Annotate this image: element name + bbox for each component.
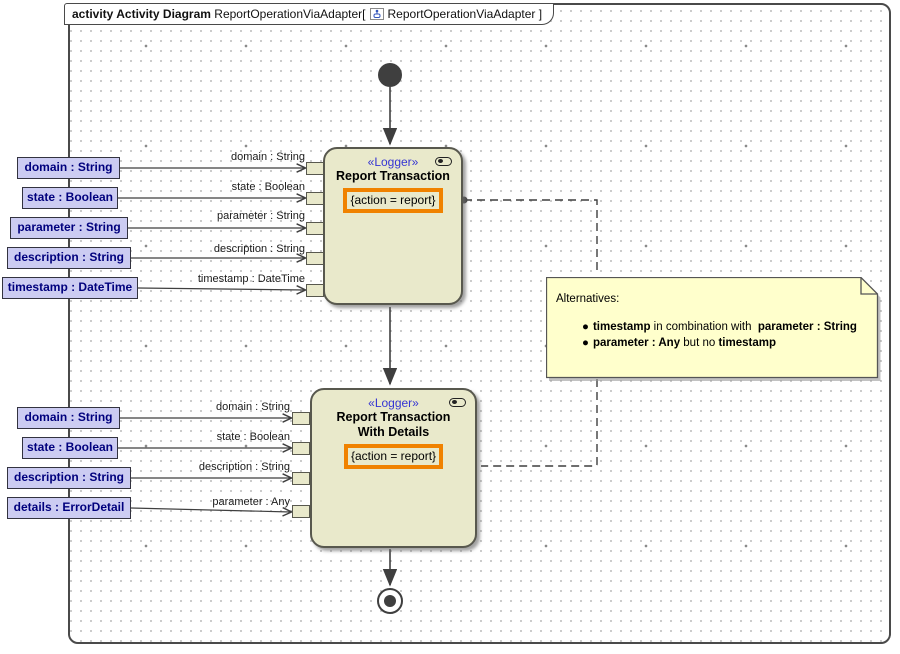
action-name: Report Transaction bbox=[336, 410, 451, 424]
note-bullet-2: ●parameter : Any but no timestamp bbox=[582, 337, 776, 349]
tab-ref-name: ReportOperationViaAdapter bbox=[387, 6, 536, 21]
initial-node[interactable] bbox=[378, 63, 402, 87]
action-name-line2: With Details bbox=[357, 425, 430, 439]
input-pin-state-1[interactable] bbox=[306, 192, 324, 205]
parameter-node-description-1[interactable]: description : String bbox=[7, 247, 131, 269]
input-pin-parameter-1[interactable] bbox=[306, 222, 324, 235]
input-pin-description-2[interactable] bbox=[292, 472, 310, 485]
parameter-node-domain-1[interactable]: domain : String bbox=[17, 157, 120, 179]
tab-diagram-name: ReportOperationViaAdapter bbox=[214, 6, 363, 21]
parameter-node-state-1[interactable]: state : Boolean bbox=[22, 187, 118, 209]
tab-heading: activity Activity Diagram bbox=[72, 6, 211, 21]
action-report-transaction[interactable]: «Logger» Report Transaction {action = re… bbox=[323, 147, 463, 305]
action-name: Report Transaction bbox=[336, 169, 450, 183]
pin-label-parameter-1: parameter : String bbox=[216, 210, 305, 222]
behavior-indicator-icon bbox=[435, 157, 452, 166]
parameter-node-state-2[interactable]: state : Boolean bbox=[22, 437, 118, 459]
parameter-node-domain-2[interactable]: domain : String bbox=[17, 407, 120, 429]
note-fold-corner-icon bbox=[860, 277, 878, 295]
input-pin-state-2[interactable] bbox=[292, 442, 310, 455]
stereotype-label: «Logger» bbox=[368, 396, 419, 410]
pin-label-description-1: description : String bbox=[213, 243, 305, 255]
note-bullet-1: ●timestamp in combination with parameter… bbox=[582, 321, 857, 333]
activity-final-inner bbox=[384, 595, 396, 607]
bullet-icon: ● bbox=[582, 321, 589, 333]
input-pin-domain-2[interactable] bbox=[292, 412, 310, 425]
pin-label-timestamp-1: timestamp : DateTime bbox=[197, 273, 305, 285]
activity-diagram-icon bbox=[369, 7, 384, 21]
action-report-transaction-with-details[interactable]: «Logger» Report Transaction With Details… bbox=[310, 388, 477, 548]
parameter-node-parameter-1[interactable]: parameter : String bbox=[10, 217, 128, 239]
note-alternatives[interactable]: Alternatives: ●timestamp in combination … bbox=[545, 276, 884, 385]
pin-label-domain-2: domain : String bbox=[216, 401, 290, 413]
input-pin-timestamp-1[interactable] bbox=[306, 284, 324, 297]
parameter-node-details-2[interactable]: details : ErrorDetail bbox=[7, 497, 131, 519]
input-pin-parameter-2[interactable] bbox=[292, 505, 310, 518]
pin-label-description-2: description : String bbox=[198, 461, 290, 473]
frame-name-tab[interactable]: activity Activity Diagram ReportOperatio… bbox=[64, 3, 554, 25]
pin-label-state-1: state : Boolean bbox=[231, 181, 305, 193]
input-pin-domain-1[interactable] bbox=[306, 162, 324, 175]
pin-label-domain-1: domain : String bbox=[231, 151, 305, 163]
parameter-node-description-2[interactable]: description : String bbox=[7, 467, 131, 489]
input-pin-description-1[interactable] bbox=[306, 252, 324, 265]
note-shape bbox=[545, 276, 881, 381]
bullet-icon: ● bbox=[582, 337, 589, 349]
parameter-node-timestamp-1[interactable]: timestamp : DateTime bbox=[2, 277, 138, 299]
stereotype-label: «Logger» bbox=[367, 155, 419, 169]
pin-label-state-2: state : Boolean bbox=[216, 431, 290, 443]
tab-close-bracket: ] bbox=[538, 6, 543, 21]
activity-final-node[interactable] bbox=[377, 588, 403, 614]
behavior-indicator-icon bbox=[449, 398, 466, 407]
constraint-highlight[interactable]: {action = report} bbox=[343, 444, 444, 469]
tab-open-bracket: [ bbox=[362, 6, 366, 21]
constraint-highlight[interactable]: {action = report} bbox=[343, 188, 443, 213]
pin-label-parameter-2: parameter : Any bbox=[212, 496, 290, 508]
note-title: Alternatives: bbox=[556, 293, 620, 305]
